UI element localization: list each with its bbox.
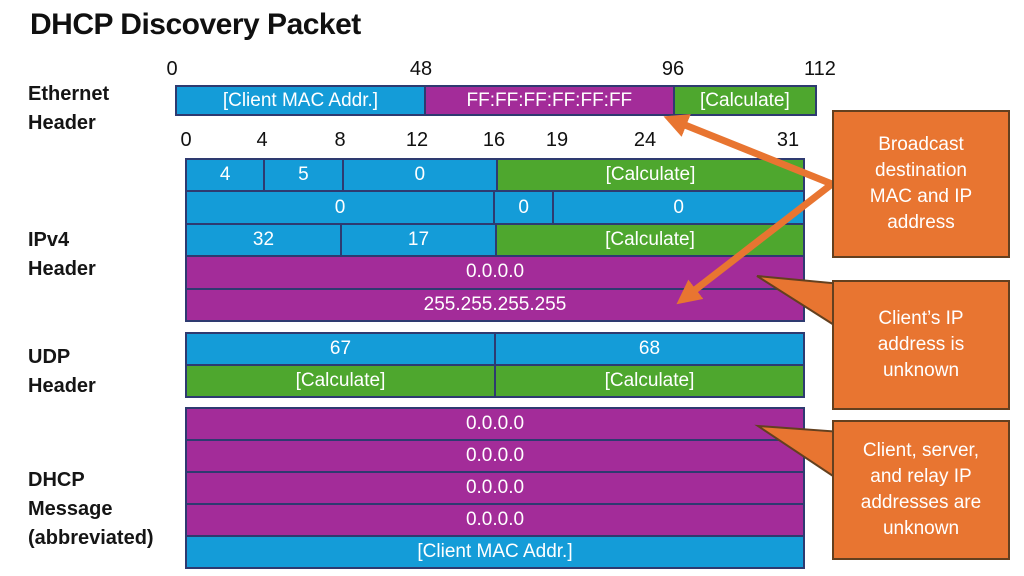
field-broadcast-mac: FF:FF:FF:FF:FF:FF	[425, 87, 673, 114]
field-udp-length: [Calculate]	[187, 366, 494, 396]
udp-header-table: 67 68 [Calculate] [Calculate]	[185, 332, 805, 398]
ipv4-scale-tick: 4	[256, 129, 268, 151]
eth-scale-tick: 112	[804, 58, 836, 80]
field-dest-port: 68	[496, 334, 803, 364]
table-row: [Calculate] [Calculate]	[187, 366, 803, 396]
ipv4-scale-tick: 24	[633, 129, 657, 151]
table-row: 0.0.0.0	[187, 257, 803, 288]
table-row: 255.255.255.255	[187, 289, 803, 321]
field-client-mac: [Client MAC Addr.]	[177, 87, 424, 114]
field-flags: 0	[495, 192, 553, 223]
field-version: 4	[187, 160, 264, 191]
field-tos: 0	[343, 160, 496, 191]
field-source-port: 67	[187, 334, 494, 364]
field-siaddr: 0.0.0.0	[187, 473, 803, 503]
ipv4-header-label: IPv4 Header	[28, 229, 96, 280]
table-row: [Client MAC Addr.] FF:FF:FF:FF:FF:FF [Ca…	[177, 87, 816, 114]
ipv4-scale-tick: 12	[405, 129, 429, 151]
field-total-length: [Calculate]	[498, 160, 803, 191]
ipv4-header-table: 4 5 0 [Calculate] 0 0 0 32 17 [Calculate…	[185, 158, 805, 322]
table-row: 0.0.0.0	[187, 473, 803, 503]
dhcp-message-label: DHCP Message (abbreviated)	[28, 469, 154, 549]
table-row: 4 5 0 [Calculate]	[187, 160, 803, 191]
field-ttl: 32	[187, 224, 340, 256]
udp-header-label: UDP Header	[28, 346, 96, 397]
table-row: 67 68	[187, 334, 803, 364]
field-yiaddr: 0.0.0.0	[187, 441, 803, 471]
table-row: [Client MAC Addr.]	[187, 537, 803, 567]
table-row: 0.0.0.0	[187, 441, 803, 471]
ethernet-header-table: [Client MAC Addr.] FF:FF:FF:FF:FF:FF [Ca…	[175, 85, 817, 116]
ipv4-scale-tick: 8	[334, 129, 346, 151]
field-identification: 0	[187, 192, 493, 223]
dhcp-message-table: 0.0.0.0 0.0.0.0 0.0.0.0 0.0.0.0 [Client …	[185, 407, 805, 569]
field-udp-checksum: [Calculate]	[496, 366, 803, 396]
callout-addresses-unknown: Client, server, and relay IP addresses a…	[832, 420, 1010, 560]
field-ihl: 5	[265, 160, 342, 191]
table-row: 32 17 [Calculate]	[187, 224, 803, 256]
field-protocol: 17	[342, 224, 495, 256]
field-chaddr: [Client MAC Addr.]	[187, 537, 803, 567]
field-fragment-offset: 0	[554, 192, 803, 223]
eth-scale-tick: 96	[661, 58, 685, 80]
ipv4-scale-tick: 0	[180, 129, 192, 151]
ipv4-scale-tick: 31	[776, 129, 800, 151]
eth-scale-tick: 0	[166, 58, 178, 80]
table-row: 0.0.0.0	[187, 505, 803, 535]
field-destination-ip: 255.255.255.255	[187, 289, 803, 321]
ethernet-header-label: Ethernet Header	[28, 83, 110, 134]
page-title: DHCP Discovery Packet	[30, 8, 361, 41]
callout-client-ip-unknown: Client’s IP address is unknown	[832, 280, 1010, 410]
ipv4-scale-tick: 19	[545, 129, 569, 151]
field-giaddr: 0.0.0.0	[187, 505, 803, 535]
field-ethertype: [Calculate]	[674, 87, 816, 114]
eth-scale-tick: 48	[409, 58, 433, 80]
table-row: 0.0.0.0	[187, 409, 803, 439]
field-source-ip: 0.0.0.0	[187, 257, 803, 288]
callout-broadcast-destination: Broadcast destination MAC and IP address	[832, 110, 1010, 258]
field-ciaddr: 0.0.0.0	[187, 409, 803, 439]
field-header-checksum: [Calculate]	[497, 224, 803, 256]
ipv4-scale-tick: 16	[482, 129, 506, 151]
table-row: 0 0 0	[187, 192, 803, 223]
